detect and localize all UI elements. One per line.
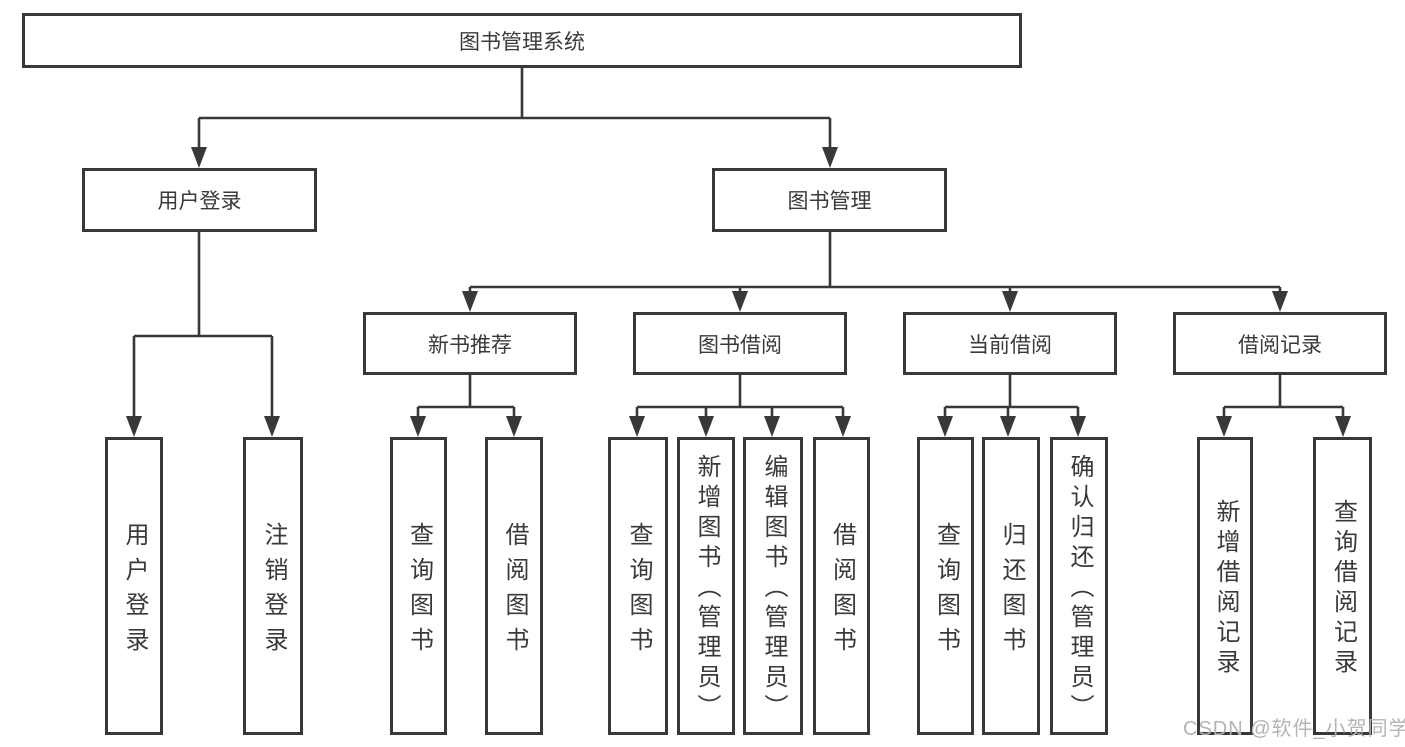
leaf-bb-add-books-admin: 新增图书（管理员） <box>677 437 735 735</box>
node-borrowing-records: 借阅记录 <box>1173 312 1387 375</box>
leaf-logout: 注销登录 <box>243 437 303 735</box>
node-user-login: 用户登录 <box>82 168 317 232</box>
leaf-cb-query-books-label: 查询图书 <box>932 521 960 662</box>
leaf-nbr-borrow-books: 借阅图书 <box>485 437 543 735</box>
leaf-user-login: 用户登录 <box>105 437 163 735</box>
leaf-cb-query-books: 查询图书 <box>917 437 974 735</box>
leaf-nbr-query-books: 查询图书 <box>390 437 447 735</box>
node-root: 图书管理系统 <box>22 13 1022 68</box>
node-book-borrowing: 图书借阅 <box>633 312 847 375</box>
node-new-book-recommend: 新书推荐 <box>363 312 577 375</box>
node-new-book-recommend-label: 新书推荐 <box>428 333 512 357</box>
leaf-br-query-record: 查询借阅记录 <box>1313 437 1372 735</box>
leaf-bb-edit-books-admin: 编辑图书（管理员） <box>743 437 803 735</box>
leaf-nbr-borrow-books-label: 借阅图书 <box>501 521 528 662</box>
node-book-borrowing-label: 图书借阅 <box>698 333 782 357</box>
node-user-login-label: 用户登录 <box>157 190 242 213</box>
leaf-br-add-record: 新增借阅记录 <box>1197 437 1253 735</box>
leaf-bb-edit-books-admin-label: 编辑图书（管理员） <box>760 454 787 724</box>
leaf-br-query-record-label: 查询借阅记录 <box>1329 499 1357 679</box>
leaf-bb-query-books: 查询图书 <box>608 437 668 735</box>
leaf-user-login-label: 用户登录 <box>121 521 148 662</box>
leaf-cb-return-books-label: 归还图书 <box>998 521 1025 662</box>
leaf-bb-query-books-label: 查询图书 <box>625 521 652 662</box>
leaf-br-add-record-label: 新增借阅记录 <box>1212 499 1239 679</box>
csdn-watermark: CSDN @软件_小贺同学 <box>1183 718 1405 740</box>
node-current-borrowing-label: 当前借阅 <box>968 333 1052 357</box>
leaf-bb-borrow-books-label: 借阅图书 <box>828 521 856 662</box>
leaf-bb-add-books-admin-label: 新增图书（管理员） <box>693 454 720 724</box>
leaf-logout-label: 注销登录 <box>260 521 287 662</box>
leaf-cb-return-books: 归还图书 <box>982 437 1040 735</box>
leaf-cb-confirm-return-admin: 确认归还（管理员） <box>1050 437 1108 735</box>
leaf-cb-confirm-return-admin-label: 确认归还（管理员） <box>1066 454 1093 724</box>
node-book-management-label: 图书管理 <box>787 190 872 213</box>
node-root-label: 图书管理系统 <box>459 30 585 54</box>
node-borrowing-records-label: 借阅记录 <box>1238 333 1322 357</box>
node-book-management: 图书管理 <box>712 168 947 232</box>
node-current-borrowing: 当前借阅 <box>903 312 1117 375</box>
leaf-nbr-query-books-label: 查询图书 <box>405 521 433 662</box>
leaf-bb-borrow-books: 借阅图书 <box>813 437 870 735</box>
